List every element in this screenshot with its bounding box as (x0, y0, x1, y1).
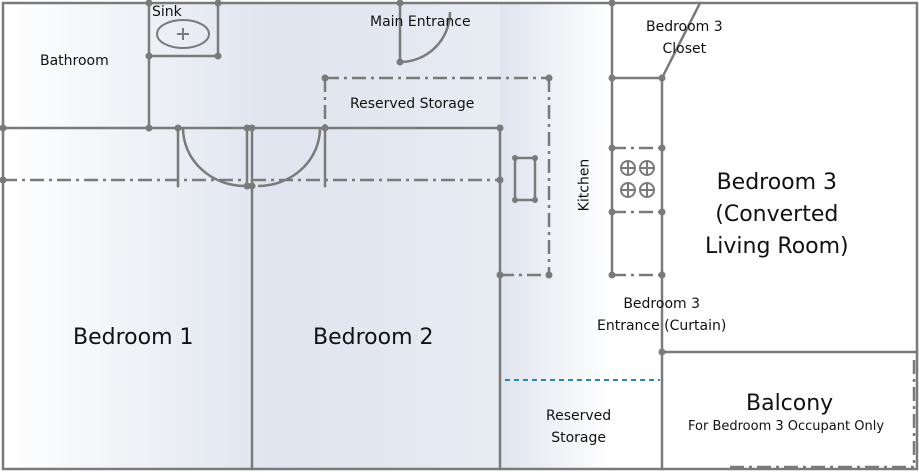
main-entrance-label: Main Entrance (370, 14, 471, 30)
bedroom3-entrance-label: Bedroom 3 Entrance (Curtain) (597, 296, 727, 334)
kitchen-label: Kitchen (576, 158, 593, 212)
joints (0, 0, 666, 356)
shade-right (500, 3, 612, 469)
kitchen-sink (513, 156, 537, 202)
bedroom1-door-arc (181, 127, 246, 188)
reserved-storage-top-label: Reserved Storage (350, 96, 475, 112)
bedroom3-label: Bedroom 3 (Converted Living Room) (705, 170, 849, 259)
bathroom-sink (156, 19, 210, 49)
balcony-label: Balcony (746, 391, 834, 416)
bedroom1-label: Bedroom 1 (73, 325, 194, 350)
bathroom-label: Bathroom (40, 53, 109, 69)
bedroom3-closet-label: Bedroom 3 Closet (646, 19, 723, 57)
main-entrance-door-arc (399, 11, 452, 64)
reserved-storage-bottom-label: Reserved Storage (546, 408, 612, 446)
bedroom2-label: Bedroom 2 (313, 325, 434, 350)
door-arcs (181, 11, 452, 188)
sink-label: Sink (152, 4, 182, 20)
stove-burners (620, 160, 655, 198)
dashed-lines (3, 76, 917, 469)
balcony-note: For Bedroom 3 Occupant Only (688, 419, 885, 434)
bedroom2-door-arc (257, 127, 322, 188)
